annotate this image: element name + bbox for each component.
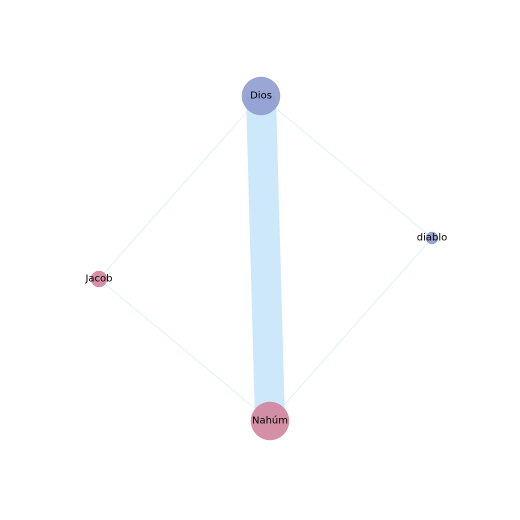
edge-dios-jacob (98, 95, 262, 280)
node-nahum[interactable] (250, 401, 290, 441)
node-jacob[interactable] (90, 270, 108, 288)
edge-dios-nahum (246, 95, 285, 422)
node-label-diablo: diablo (417, 233, 448, 244)
edge-nahum-jacob (98, 278, 271, 422)
edges-layer (98, 95, 433, 422)
node-dios[interactable] (241, 76, 281, 116)
node-label-jacob: Jacob (84, 274, 112, 285)
edge-nahum-diablo (269, 237, 433, 422)
nodes-layer (90, 76, 439, 441)
node-diablo[interactable] (425, 231, 439, 245)
edge-dios-diablo (260, 95, 433, 239)
node-label-nahum: Nahúm (252, 415, 288, 427)
node-label-dios: Dios (250, 91, 272, 102)
